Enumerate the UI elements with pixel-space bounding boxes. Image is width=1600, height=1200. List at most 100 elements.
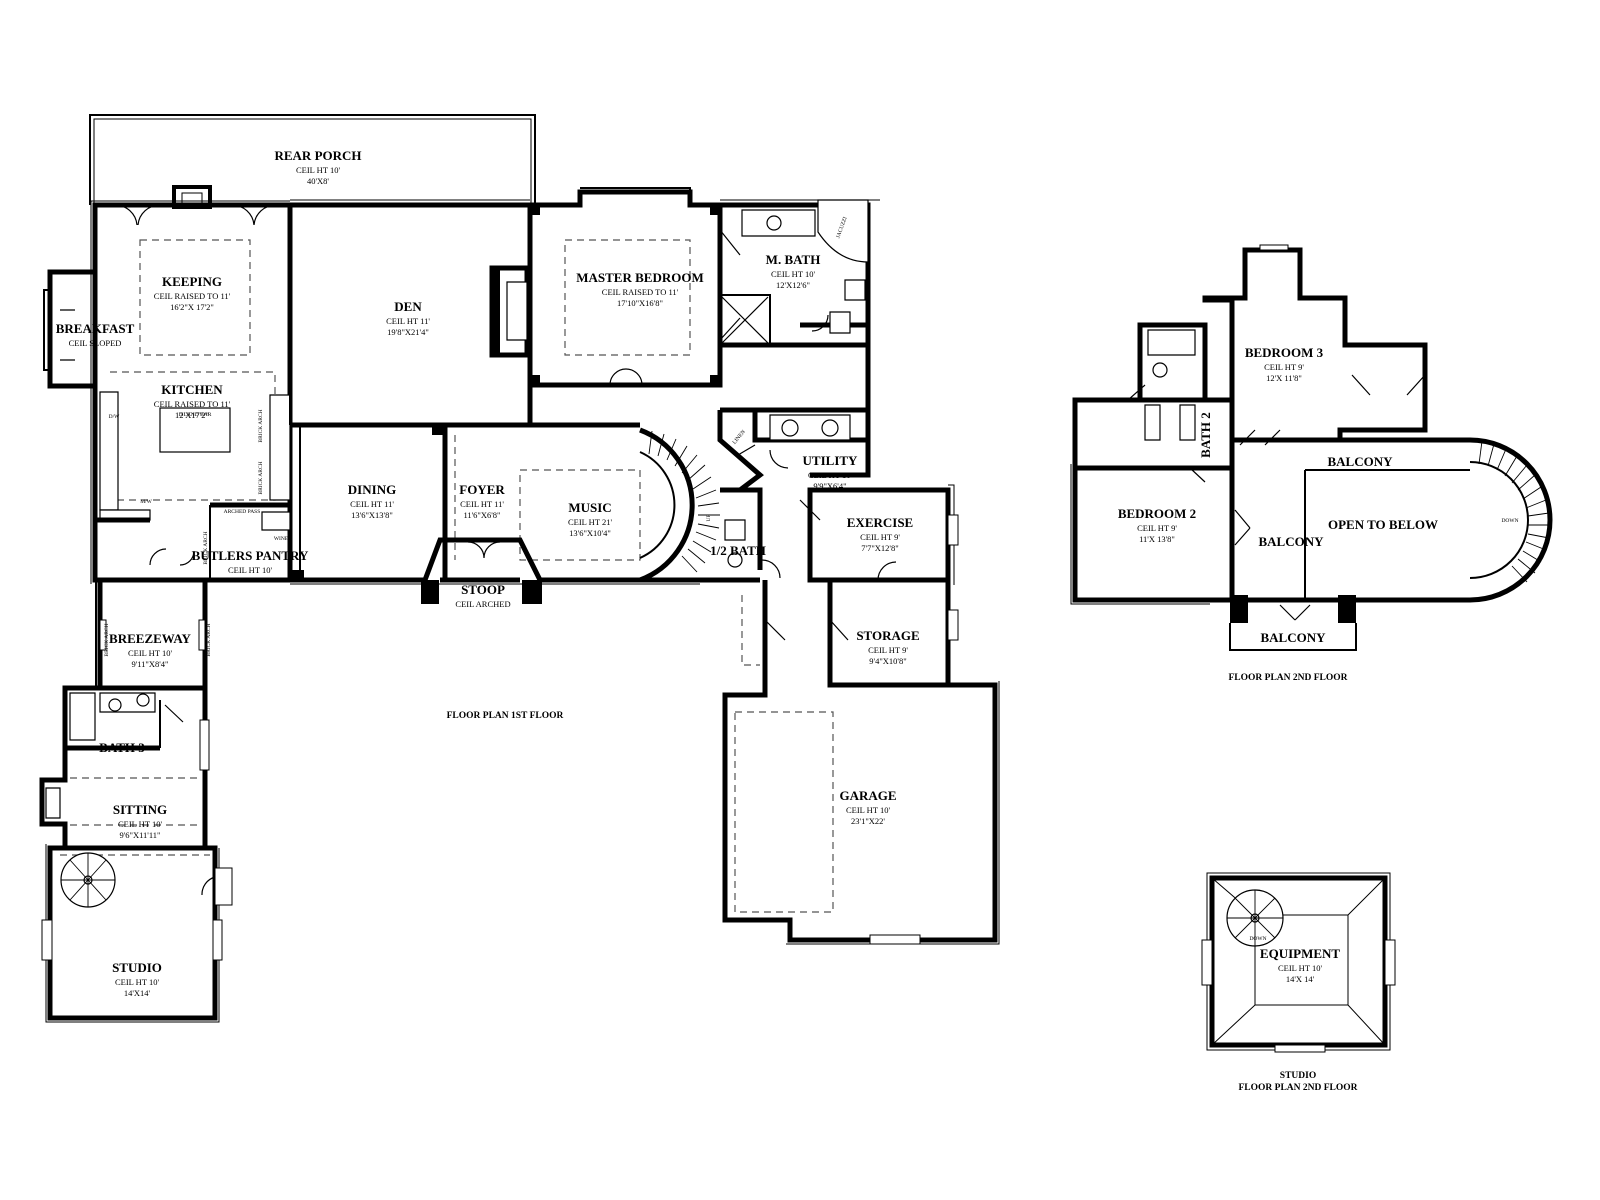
open-to-below-label: OPEN TO BELOW bbox=[1328, 517, 1438, 532]
studio-label: STUDIO bbox=[112, 960, 162, 975]
studio-caption-line-1: STUDIO bbox=[1280, 1071, 1316, 1081]
keeping-detail-1: CEIL RAISED TO 11' bbox=[154, 291, 231, 301]
master-bath-walls bbox=[720, 199, 880, 413]
bedroom-3-detail-2: 12'X 11'8" bbox=[1266, 373, 1302, 383]
breakfast-detail-1: CEIL SLOPED bbox=[69, 338, 122, 348]
half-bath-label: 1/2 BATH bbox=[710, 543, 766, 558]
arched-pass-label: ARCHED PASS bbox=[224, 509, 261, 515]
music-curved-stair bbox=[648, 430, 720, 573]
brick-arch-label-5: BRICK ARCH bbox=[206, 623, 212, 656]
kitchen-label: KITCHEN bbox=[161, 382, 223, 397]
music-detail-1: CEIL HT 21' bbox=[568, 517, 612, 527]
foyer-label: FOYER bbox=[459, 482, 505, 497]
second-floor-caption: FLOOR PLAN 2ND FLOOR bbox=[1228, 673, 1347, 683]
bedroom-2-detail-1: CEIL HT 9' bbox=[1137, 523, 1177, 533]
studio-upper-spiral-stair bbox=[1227, 890, 1283, 946]
stoop-label: STOOP bbox=[461, 582, 505, 597]
dining-detail-1: CEIL HT 11' bbox=[350, 499, 394, 509]
storage-detail-1: CEIL HT 9' bbox=[868, 645, 908, 655]
butlers-pantry-label: BUTLERS PANTRY bbox=[192, 548, 309, 563]
utility-detail-1: CEIL HT 10' bbox=[808, 470, 852, 480]
studio-second-floor-room-labels: EQUIPMENT CEIL HT 10'14'X 14' bbox=[1260, 946, 1341, 984]
brick-arch-label-3: BRICK ARCH bbox=[203, 531, 209, 564]
sitting-detail-1: CEIL HT 10' bbox=[118, 819, 162, 829]
rear-porch-outline bbox=[89, 114, 536, 205]
den-detail-2: 19'8"X21'4" bbox=[387, 327, 429, 337]
m-bath-detail-2: 12'X12'6" bbox=[776, 280, 810, 290]
master-bedroom-detail-1: CEIL RAISED TO 11' bbox=[602, 287, 679, 297]
utility-detail-2: 9'9"X6'4" bbox=[813, 481, 846, 491]
upper-stair-down-label: DOWN bbox=[1501, 518, 1518, 524]
garage-detail-2: 23'1"X22' bbox=[851, 816, 885, 826]
breezeway-detail-2: 9'11"X8'4" bbox=[131, 659, 168, 669]
sitting-detail-2: 9'6"X11'11" bbox=[119, 830, 160, 840]
linen-label: LINEN bbox=[732, 429, 747, 446]
bedroom-2-label: BEDROOM 2 bbox=[1118, 506, 1196, 521]
equipment-detail-2: 14'X 14' bbox=[1286, 974, 1315, 984]
rear-porch-detail-2: 40'X8' bbox=[307, 176, 329, 186]
center-band-walls bbox=[290, 422, 720, 604]
studio-wing-walls bbox=[39, 685, 233, 1023]
utility-label: UTILITY bbox=[803, 453, 859, 468]
studio-caption-line-2: FLOOR PLAN 2ND FLOOR bbox=[1238, 1083, 1357, 1093]
brick-arch-label-2: BRICK ARCH bbox=[258, 461, 264, 494]
stoop-detail-1: CEIL ARCHED bbox=[455, 599, 510, 609]
master-bedroom-label: MASTER BEDROOM bbox=[576, 270, 703, 285]
brick-arch-label-4: BRICK ARCH bbox=[104, 623, 110, 656]
storage-detail-2: 9'4"X10'8" bbox=[869, 656, 906, 666]
kitchen-detail-2: 12'X17'2" bbox=[175, 410, 209, 420]
foyer-detail-1: CEIL HT 11' bbox=[460, 499, 504, 509]
rear-porch-detail-1: CEIL HT 10' bbox=[296, 165, 340, 175]
bath-3-label: BATH 3 bbox=[99, 740, 145, 755]
island-bar-label: ISLAND BAR bbox=[179, 412, 212, 418]
balcony-bottom-label: BALCONY bbox=[1260, 630, 1326, 645]
utility-hall-walls bbox=[700, 410, 871, 583]
storage-label: STORAGE bbox=[856, 628, 919, 643]
master-bedroom-walls bbox=[527, 187, 741, 388]
music-stair-up-label: UP bbox=[706, 514, 712, 521]
equipment-label: EQUIPMENT bbox=[1260, 946, 1341, 961]
studio-detail-2: 14'X14' bbox=[124, 988, 151, 998]
studio-stair-down-label: DOWN bbox=[1249, 936, 1266, 942]
bedroom-3-label: BEDROOM 3 bbox=[1245, 345, 1324, 360]
butlers-pantry-detail-1: CEIL HT 10' bbox=[228, 565, 272, 575]
exercise-detail-2: 7'7"X12'8" bbox=[861, 543, 898, 553]
breezeway-detail-1: CEIL HT 10' bbox=[128, 648, 172, 658]
foyer-detail-2: 11'6"X6'8" bbox=[463, 510, 500, 520]
studio-second-floor-plan: DOWN EQUIPMENT CEIL HT 10'14'X 14' STUDIO… bbox=[1201, 872, 1396, 1093]
den-label: DEN bbox=[394, 299, 422, 314]
keeping-detail-2: 16'2"X 17'2" bbox=[170, 302, 214, 312]
brick-arch-label-1: BRICK ARCH bbox=[258, 409, 264, 442]
dining-detail-2: 13'6"X13'8" bbox=[351, 510, 393, 520]
balcony-mid-label: BALCONY bbox=[1258, 534, 1324, 549]
equipment-detail-1: CEIL HT 10' bbox=[1278, 963, 1322, 973]
sitting-label: SITTING bbox=[113, 802, 167, 817]
exercise-detail-1: CEIL HT 9' bbox=[860, 532, 900, 542]
upper-curved-stair bbox=[1478, 440, 1550, 583]
first-floor-caption: FLOOR PLAN 1ST FLOOR bbox=[447, 711, 564, 721]
mw-label: M/W bbox=[140, 499, 152, 505]
wine-label: WINE bbox=[274, 536, 289, 542]
kitchen-detail-1: CEIL RAISED TO 11' bbox=[154, 399, 231, 409]
garage-walls bbox=[722, 580, 1000, 945]
master-bedroom-detail-2: 17'10"X16'8" bbox=[617, 298, 663, 308]
dining-label: DINING bbox=[348, 482, 396, 497]
garage-label: GARAGE bbox=[839, 788, 896, 803]
garage-detail-1: CEIL HT 10' bbox=[846, 805, 890, 815]
studio-detail-1: CEIL HT 10' bbox=[115, 977, 159, 987]
exercise-label: EXERCISE bbox=[847, 515, 913, 530]
breakfast-label: BREAKFAST bbox=[56, 321, 135, 336]
bedroom-2-detail-2: 11'X 13'8" bbox=[1139, 534, 1175, 544]
keeping-label: KEEPING bbox=[162, 274, 222, 289]
bedroom-3-detail-1: CEIL HT 9' bbox=[1264, 362, 1304, 372]
studio-spiral-stair bbox=[61, 853, 115, 907]
m-bath-detail-1: CEIL HT 10' bbox=[771, 269, 815, 279]
rear-porch-label: REAR PORCH bbox=[274, 148, 361, 163]
m-bath-label: M. BATH bbox=[766, 252, 821, 267]
music-detail-2: 13'6"X10'4" bbox=[569, 528, 611, 538]
